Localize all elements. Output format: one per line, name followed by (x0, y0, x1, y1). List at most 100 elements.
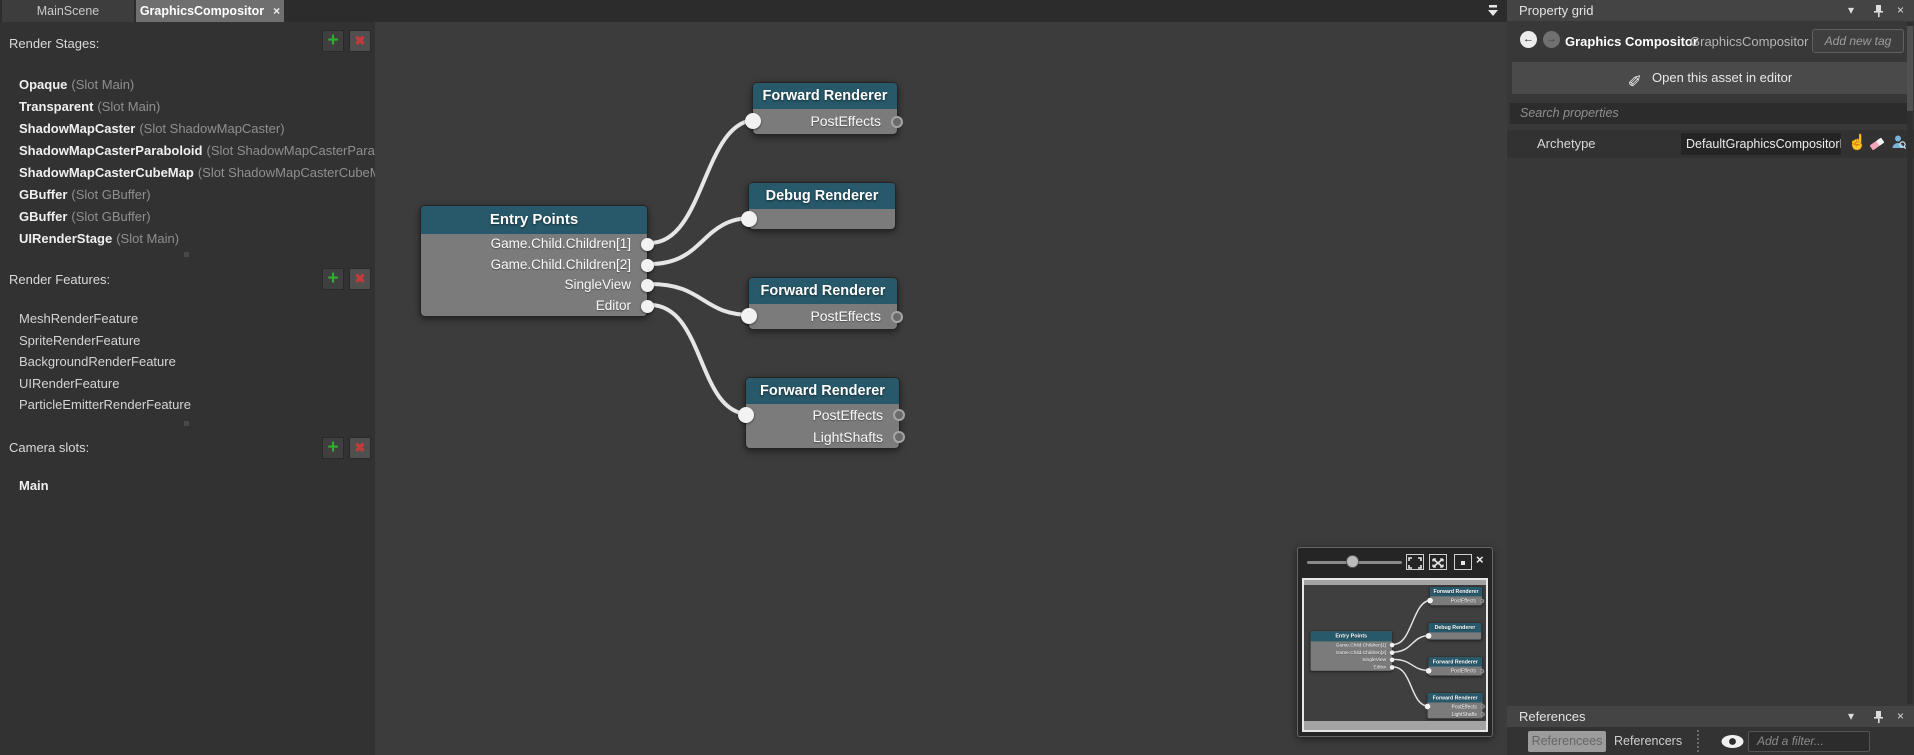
remove-render-stage-button[interactable]: ✖ (349, 30, 371, 52)
pin-icon[interactable] (1872, 0, 1885, 21)
chevron-down-icon[interactable]: ▾ (1848, 709, 1855, 723)
minimap-preview: Entry Points Game.Child.Children[1] Game… (1304, 585, 1486, 721)
node-entry-points[interactable]: Entry Points Game.Child.Children[1] Game… (1310, 630, 1395, 672)
output-port[interactable] (1389, 664, 1395, 670)
node-output-row: SingleView (1311, 656, 1395, 663)
render-feature-item[interactable]: UIRenderFeature (19, 376, 120, 391)
slot-port[interactable] (1480, 704, 1485, 709)
node-forward-renderer-3[interactable]: Forward Renderer PostEffects LightShafts (1424, 692, 1485, 719)
actual-size-icon[interactable] (1454, 554, 1472, 570)
eye-icon[interactable] (1720, 734, 1745, 749)
fit-view-icon[interactable] (1406, 554, 1424, 570)
render-stage-item[interactable]: ShadowMapCaster(Slot ShadowMapCaster) (19, 121, 285, 136)
render-stage-item[interactable]: ShadowMapCasterParaboloid(Slot ShadowMap… (19, 143, 396, 158)
camera-slots-title: Camera slots: (9, 440, 90, 455)
open-asset-button[interactable]: ✎Open this asset in editor (1512, 62, 1908, 94)
close-icon[interactable]: × (1476, 552, 1484, 567)
camera-slot-item[interactable]: Main (19, 478, 49, 493)
node-title: Entry Points (421, 206, 647, 234)
input-port[interactable] (1425, 633, 1432, 639)
add-render-feature-button[interactable]: + (322, 268, 344, 290)
output-port[interactable] (641, 258, 654, 272)
slot-port[interactable] (893, 431, 905, 443)
tab-graphicscompositor[interactable]: GraphicsCompositor× (136, 0, 284, 22)
collapse-panel-icon[interactable] (1486, 4, 1500, 17)
archetype-value-field[interactable]: DefaultGraphicsCompositorL (1681, 133, 1841, 155)
input-port[interactable] (1424, 703, 1431, 710)
input-port[interactable] (738, 407, 754, 423)
splitter-grip[interactable] (184, 421, 189, 426)
forward-icon[interactable]: → (1543, 31, 1560, 48)
render-stage-item[interactable]: UIRenderStage(Slot Main) (19, 231, 180, 246)
remove-camera-slot-button[interactable]: ✖ (349, 437, 371, 459)
output-port[interactable] (1389, 657, 1395, 663)
asset-picker-icon[interactable] (1891, 134, 1906, 150)
references-header[interactable]: References ▾ × (1507, 706, 1914, 727)
render-stage-item[interactable]: Opaque(Slot Main) (19, 77, 135, 92)
input-port[interactable] (1425, 667, 1432, 674)
slot-port[interactable] (1479, 598, 1485, 603)
render-stage-item[interactable]: ShadowMapCasterCubeMap(Slot ShadowMapCas… (19, 165, 394, 180)
property-grid-header[interactable]: Property grid ▾ × (1507, 0, 1914, 21)
render-feature-item[interactable]: MeshRenderFeature (19, 311, 139, 326)
property-grid-scrollbar[interactable] (1907, 22, 1913, 704)
close-icon[interactable]: × (273, 4, 281, 18)
slot-port[interactable] (1480, 712, 1485, 717)
node-forward-renderer-2[interactable]: Forward Renderer PostEffects (1425, 656, 1485, 676)
node-entry-points[interactable]: Entry Points Game.Child.Children[1] Game… (420, 205, 654, 317)
input-port[interactable] (741, 211, 757, 227)
input-port[interactable] (741, 308, 757, 324)
eraser-icon[interactable] (1869, 136, 1886, 151)
tab-referencers[interactable]: Referencers (1614, 734, 1683, 748)
render-feature-item[interactable]: BackgroundRenderFeature (19, 354, 176, 369)
node-debug-renderer[interactable]: Debug Renderer (1425, 622, 1482, 640)
output-port[interactable] (641, 279, 654, 293)
minimap-window[interactable]: × Entry Points Game.Child.Children[1] Ga… (1297, 547, 1493, 737)
expand-all-icon[interactable] (1429, 554, 1447, 570)
tab-mainscene[interactable]: MainScene (2, 0, 134, 22)
render-stage-item[interactable]: GBuffer(Slot GBuffer) (19, 187, 151, 202)
node-forward-renderer-2[interactable]: Forward Renderer PostEffects (741, 277, 903, 330)
minimap-viewport[interactable]: Entry Points Game.Child.Children[1] Game… (1302, 578, 1488, 732)
scrollbar-thumb[interactable] (1907, 26, 1913, 111)
add-tag-input[interactable]: Add new tag (1812, 29, 1904, 53)
node-debug-renderer[interactable]: Debug Renderer (741, 182, 896, 230)
pin-icon[interactable] (1872, 706, 1885, 727)
tab-bar: MainScene GraphicsCompositor× (0, 0, 1507, 22)
wire (1392, 658, 1431, 672)
chevron-down-icon[interactable]: ▾ (1848, 3, 1855, 17)
hand-pointer-icon[interactable]: ☝ (1848, 134, 1867, 151)
tab-referencees[interactable]: Referencees (1528, 731, 1606, 752)
close-icon[interactable]: × (1897, 709, 1905, 723)
search-properties-input[interactable]: Search properties (1510, 103, 1910, 124)
node-slot-row: PostEffects (1430, 596, 1485, 605)
back-icon[interactable]: ← (1520, 31, 1537, 48)
render-feature-item[interactable]: ParticleEmitterRenderFeature (19, 397, 191, 412)
slot-port[interactable] (1479, 668, 1485, 674)
render-stage-item[interactable]: Transparent(Slot Main) (19, 99, 161, 114)
add-render-stage-button[interactable]: + (322, 30, 344, 52)
remove-render-feature-button[interactable]: ✖ (349, 268, 371, 290)
splitter-grip[interactable] (184, 252, 189, 257)
slot-port[interactable] (891, 115, 903, 128)
input-port[interactable] (1427, 597, 1433, 604)
graph-content: Entry Points Game.Child.Children[1] Game… (375, 22, 1507, 755)
close-icon[interactable]: × (1897, 3, 1905, 17)
zoom-slider-thumb[interactable] (1346, 555, 1359, 568)
node-forward-renderer-1[interactable]: Forward Renderer PostEffects (1427, 586, 1485, 606)
slot-port[interactable] (893, 409, 905, 421)
slot-port[interactable] (891, 310, 903, 323)
compositor-graph-canvas[interactable]: Entry Points Game.Child.Children[1] Game… (375, 22, 1507, 755)
node-forward-renderer-1[interactable]: Forward Renderer PostEffects (745, 82, 903, 135)
add-camera-slot-button[interactable]: + (322, 437, 344, 459)
output-port[interactable] (641, 238, 654, 252)
asset-header-row: ← → Graphics Compositor GraphicsComposit… (1507, 26, 1914, 58)
output-port[interactable] (1389, 650, 1395, 655)
render-feature-item[interactable]: SpriteRenderFeature (19, 333, 141, 348)
input-port[interactable] (745, 113, 761, 129)
output-port[interactable] (641, 299, 654, 313)
output-port[interactable] (1389, 642, 1395, 648)
render-stage-item[interactable]: GBuffer(Slot GBuffer) (19, 209, 151, 224)
filter-input[interactable]: Add a filter... (1748, 731, 1870, 752)
node-forward-renderer-3[interactable]: Forward Renderer PostEffects LightShafts (738, 377, 905, 449)
